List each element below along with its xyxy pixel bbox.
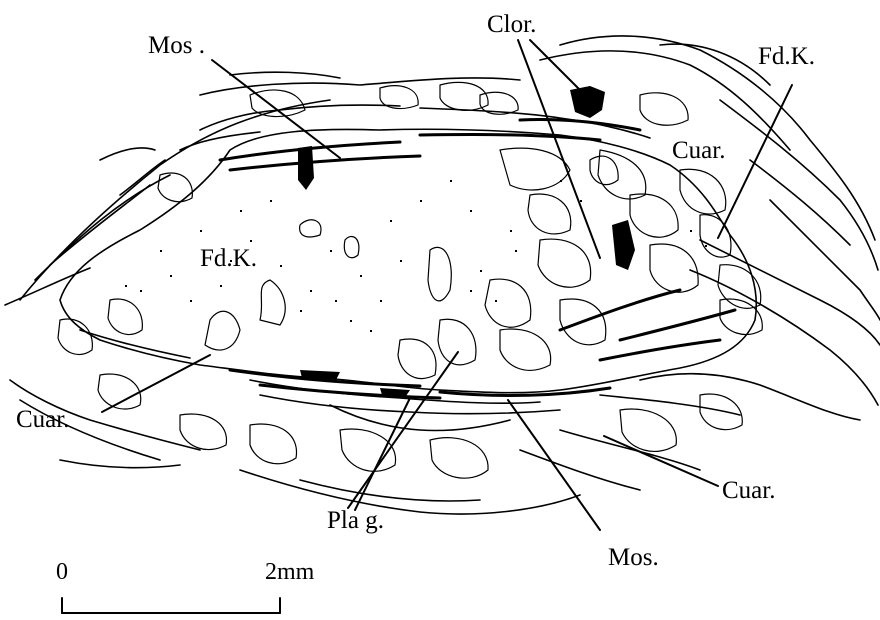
porphyroclast-outline xyxy=(60,105,756,430)
scale-end-label: 2mm xyxy=(265,560,314,584)
label-fdk-center: Fd.K. xyxy=(200,246,257,271)
label-mos-top: Mos . xyxy=(148,33,205,58)
leader-plag-2 xyxy=(355,398,410,510)
label-cuar-left: Cuar. xyxy=(16,407,69,432)
leader-clor-2 xyxy=(530,40,590,100)
matrix-foliation xyxy=(5,36,880,514)
label-cuar-right: Cuar. xyxy=(672,138,725,163)
label-clor: Clor. xyxy=(487,12,536,37)
label-plag: Pla g. xyxy=(327,508,384,533)
chlorite-blobs xyxy=(298,86,635,396)
label-fdk-right: Fd.K. xyxy=(758,44,815,69)
leader-cuar-bottom-right xyxy=(604,436,718,486)
leader-cuar-left xyxy=(102,355,210,412)
scale-bar xyxy=(62,598,280,613)
scale-start-label: 0 xyxy=(56,560,68,584)
label-cuar-bottom-right: Cuar. xyxy=(722,478,775,503)
leader-lines xyxy=(102,40,792,530)
leader-fdk-right xyxy=(718,85,792,238)
label-mos-bottom: Mos. xyxy=(608,545,659,570)
leader-mos-bottom xyxy=(508,400,600,530)
mica-streaks xyxy=(220,119,735,398)
